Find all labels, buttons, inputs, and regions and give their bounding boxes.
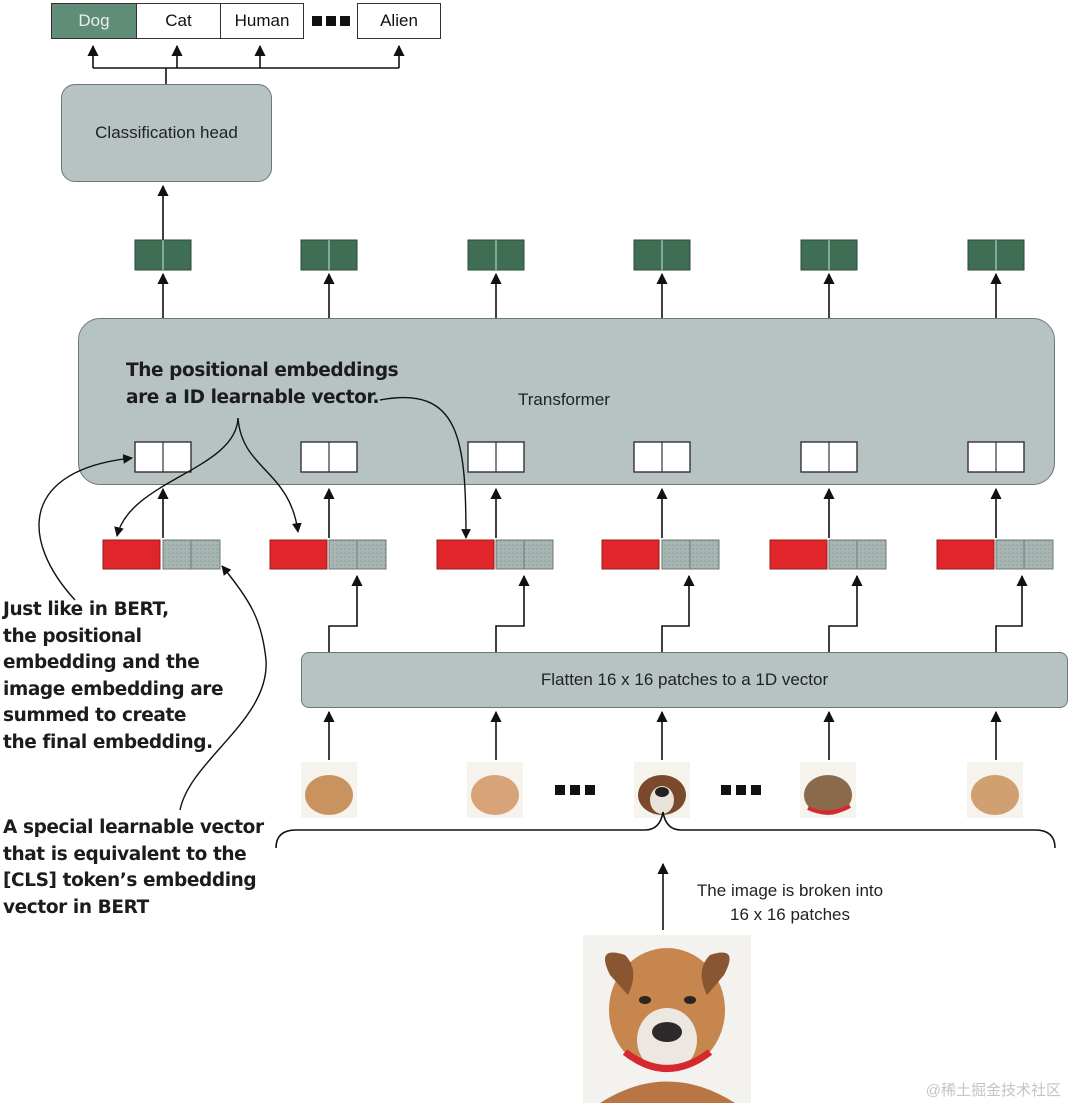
patches-note: The image is broken into 16 x 16 patches [696, 881, 884, 924]
position-embedding-4 [769, 539, 828, 570]
classification-head: Classification head [61, 84, 272, 182]
class-alien: Alien [357, 3, 441, 39]
patch-thumbnail-content-4 [971, 775, 1019, 815]
watermark: @稀土掘金技术社区 [925, 1082, 1061, 1099]
dog-photo [583, 935, 751, 1103]
position-embedding-0 [102, 539, 161, 570]
patch-ellipsis-icon-2 [721, 785, 761, 795]
patch-face-nose [655, 787, 669, 797]
patches-brace [275, 811, 1056, 849]
flatten-out-arrow-0 [328, 574, 363, 652]
flatten-label: Flatten 16 x 16 patches to a 1D vector [540, 670, 829, 689]
bert-sum-annotation: Just like in BERT, the positional embedd… [3, 599, 224, 753]
patch-collar [807, 804, 851, 815]
flatten-out-arrow-3 [828, 574, 863, 652]
cls-token-annotation: A special learnable vector that is equiv… [3, 817, 264, 918]
flatten-out-arrow-2 [661, 574, 695, 652]
patch-thumbnail-content-0 [305, 775, 353, 815]
class-human: Human [220, 3, 304, 39]
transformer-label: Transformer [518, 390, 610, 409]
positional-embedding-annotation: The positional embeddings are a ID learn… [126, 360, 399, 408]
class-output-row: Dog Cat Human Alien [0, 0, 460, 44]
patch-thumbnail-content-1 [471, 775, 519, 815]
flatten-out-arrow-1 [495, 574, 530, 652]
annotation-arrows [38, 396, 471, 811]
class-cat: Cat [136, 3, 221, 39]
flatten-box: Flatten 16 x 16 patches to a 1D vector [301, 652, 1068, 708]
flatten-out-arrow-4 [995, 574, 1028, 652]
position-embedding-2 [436, 539, 495, 570]
patch-thumbnail-content-3 [804, 775, 852, 815]
position-embedding-5 [936, 539, 995, 570]
class-dog: Dog [51, 3, 137, 39]
transformer-box [78, 318, 1055, 485]
class-arrows [87, 44, 405, 240]
patch-ellipsis-icon [555, 785, 595, 795]
position-embedding-3 [601, 539, 660, 570]
position-embedding-1 [269, 539, 328, 570]
class-ellipsis-icon [312, 16, 350, 26]
classification-head-label: Classification head [95, 123, 238, 142]
